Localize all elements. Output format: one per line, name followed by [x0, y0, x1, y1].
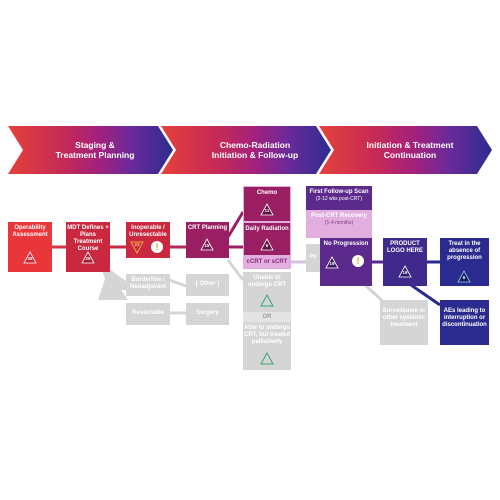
node-label: First Follow-up Scan — [309, 189, 369, 195]
node-sublabel: (2-12 wks post-CRT) — [315, 196, 363, 202]
node-label: PRODUCT LOGO HERE — [386, 241, 423, 254]
node-label: AEs leading to interruption or discontin… — [442, 308, 487, 328]
node-label: Surgery — [196, 310, 219, 316]
count-badge-icon: 16 — [398, 265, 412, 278]
phase-label-treatment-continuation: Initiation & Treatment Continuation — [366, 140, 454, 160]
node-pd: PD — [306, 244, 320, 272]
phase-label-staging: Staging & Treatment Planning — [55, 140, 135, 160]
node-post-crt-recovery: Post-CRT Recovery (1-4 months) — [306, 210, 372, 238]
phase-chevron-3 — [319, 126, 492, 174]
node-unable-crt: Unable to undergo CRT — [243, 272, 291, 312]
count-badge-icon: 15 — [200, 238, 214, 251]
node-label: OR — [262, 314, 272, 320]
node-surgery: Surgery — [186, 303, 229, 325]
count-badge-icon — [260, 352, 274, 365]
node-label: Treat in the absence of progression — [447, 241, 482, 261]
node-label: Borderline / Neoadjuvant — [129, 277, 166, 290]
node-treat-absence-progression: Treat in the absence of progression — [440, 238, 489, 286]
node-label: Daily Radiation — [245, 226, 289, 232]
node-label: [ Other ] — [195, 281, 220, 287]
node-label: Inoperable / Unresectable — [129, 225, 167, 238]
node-label: Operability Assessment — [12, 225, 48, 238]
count-badge-icon: 28 — [23, 251, 37, 264]
node-able-crt-palliative: Able to undergo CRT, but treated palliat… — [243, 322, 291, 370]
node-first-follow-up-scan: First Follow-up Scan (2-12 wks post-CRT) — [306, 186, 372, 210]
node-label: CRT Planning — [187, 225, 228, 231]
count-badge-icon: 11 — [260, 203, 274, 216]
node-mdt: MDT Defines + Plans Treatment Course — [66, 222, 110, 272]
node-label: MDT Defines + Plans Treatment Course — [67, 225, 109, 252]
node-label: Post-CRT Recovery — [310, 213, 367, 219]
node-label: Chemo — [256, 190, 278, 196]
node-label: Surveillance or other systemic treatment — [382, 308, 426, 328]
node-operability-assessment: Operability Assessment — [8, 222, 52, 272]
count-badge-icon: 19 — [325, 256, 339, 269]
count-badge-icon: 6 — [260, 238, 274, 251]
count-badge-icon: 23 — [130, 241, 144, 254]
node-label: PD — [309, 254, 317, 260]
phase-label-chemo-radiation: Chemo-Radiation Initiation & Follow-up — [211, 140, 299, 160]
node-aes-interruption: AEs leading to interruption or discontin… — [440, 300, 489, 345]
node-product-logo: PRODUCT LOGO HERE — [383, 238, 427, 286]
node-label: cCRT or sCRT — [246, 259, 288, 265]
node-label: Able to undergo CRT, but treated palliat… — [243, 325, 290, 345]
node-borderline-neoadjuvant: Borderline / Neoadjuvant — [126, 274, 170, 296]
node-other: [ Other ] — [186, 274, 229, 296]
count-badge-icon — [260, 294, 274, 307]
node-surveillance: Surveillance or other systemic treatment — [380, 300, 428, 345]
node-inoperable: Inoperable / Unresectable — [126, 222, 170, 258]
phase-chevron-2 — [161, 126, 331, 174]
phase-banner — [8, 126, 492, 174]
phase-chevron-1 — [8, 126, 173, 174]
warning-icon: ! — [151, 241, 163, 253]
node-resectable: Resectable — [126, 303, 170, 325]
node-sublabel: (1-4 months) — [324, 220, 354, 226]
node-label: Resectable — [132, 310, 164, 316]
node-ccrt-or-scrt: cCRT or sCRT — [243, 256, 291, 269]
node-label: Unable to undergo CRT — [248, 275, 286, 288]
node-or: OR — [243, 312, 291, 322]
node-label: No Progression — [323, 241, 369, 247]
warning-icon: ! — [352, 255, 364, 267]
count-badge-icon: 25 — [81, 251, 95, 264]
count-badge-icon: 6 — [457, 270, 471, 283]
